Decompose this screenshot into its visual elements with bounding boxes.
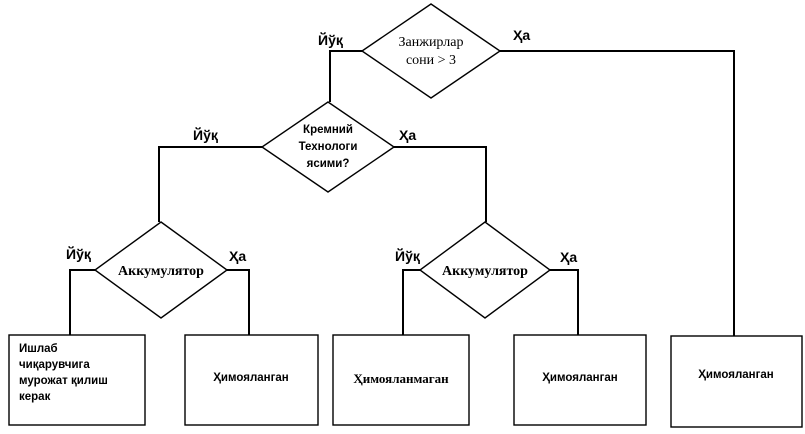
decision-silicon: Кремний Технологи ясими?	[260, 101, 396, 193]
decision-accumulator-right: Аккумулятор	[418, 221, 552, 319]
outcome-protected-3: Ҳимояланган	[670, 335, 803, 428]
label-accleft-no: Йўқ	[66, 245, 91, 262]
decision-chains-line-2: сони > 3	[406, 53, 456, 68]
outcome-unprotected-label: Ҳимояланмаган	[353, 371, 449, 386]
label-silicon-yes: Ҳа	[399, 127, 416, 143]
label-accright-yes: Ҳа	[560, 249, 577, 265]
decision-accumulator-right-label: Аккумулятор	[442, 264, 528, 279]
decision-chains: Занжирлар сони > 3	[360, 3, 502, 99]
label-chains-no: Йўқ	[318, 31, 343, 48]
outcome-protected-2-label: Ҳимояланган	[542, 372, 618, 384]
outcome-unprotected: Ҳимояланмаган	[332, 334, 470, 426]
outcome-protected-3-label: Ҳимояланган	[698, 369, 774, 381]
label-chains-yes: Ҳа	[513, 27, 530, 43]
outcome-protected-2: Ҳимояланган	[513, 334, 647, 426]
label-accright-no: Йўқ	[395, 247, 420, 264]
connector-chains-yes	[500, 50, 735, 336]
outcome-contact-manufacturer: Ишлаб чиқарувчига мурожат қилиш керак	[8, 334, 146, 426]
outcome-contact-manufacturer-line-3: мурожат қилиш	[19, 375, 108, 387]
connector-accleft-yes	[227, 269, 250, 335]
decision-accumulator-left: Аккумулятор	[93, 221, 229, 319]
outcome-protected-1: Ҳимояланган	[184, 334, 319, 426]
connectors	[69, 50, 735, 336]
label-accleft-yes: Ҳа	[229, 248, 246, 264]
label-silicon-no: Йўқ	[193, 126, 218, 143]
outcome-contact-manufacturer-line-1: Ишлаб	[19, 343, 58, 355]
outcome-protected-1-label: Ҳимояланган	[213, 372, 289, 384]
connector-chains-no	[329, 50, 362, 102]
decision-silicon-line-3: ясими?	[307, 158, 350, 170]
connector-accright-yes	[550, 269, 579, 335]
decision-silicon-line-2: Технологи	[299, 141, 358, 153]
connector-silicon-yes	[394, 146, 487, 222]
connector-accright-no	[402, 269, 420, 335]
connector-silicon-no	[158, 146, 262, 222]
outcome-contact-manufacturer-line-2: чиқарувчига	[19, 359, 90, 371]
decision-accumulator-left-label: Аккумулятор	[118, 264, 204, 279]
decision-silicon-line-1: Кремний	[303, 124, 353, 136]
outcome-contact-manufacturer-line-4: керак	[19, 391, 51, 403]
connector-accleft-no	[69, 269, 95, 335]
decision-chains-line-1: Занжирлар	[399, 35, 464, 50]
branch-labels: Йўқ Ҳа Йўқ Ҳа Йўқ Ҳа Йўқ Ҳа	[66, 27, 577, 265]
